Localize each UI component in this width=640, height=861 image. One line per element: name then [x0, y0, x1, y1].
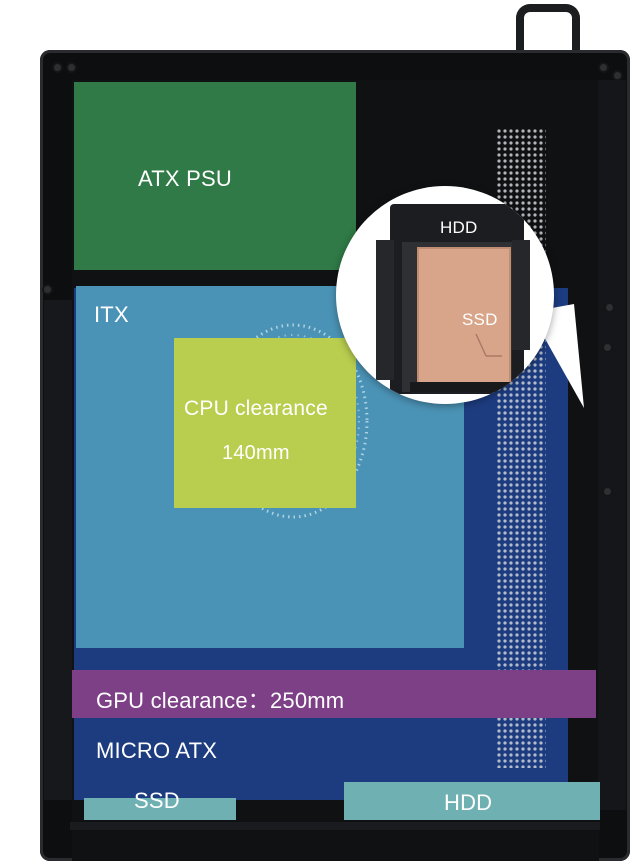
gpu-clearance-band: [72, 670, 596, 718]
inset-ssd-label: SSD: [462, 310, 498, 329]
ssd-bay: [84, 798, 236, 820]
micro-atx-label: MICRO ATX: [96, 738, 218, 763]
right-rail: [598, 80, 626, 810]
ssd-bottom-label: SSD: [134, 788, 180, 813]
drive-bracket-callout: HDD SSD: [336, 186, 554, 404]
screw-icon: [600, 64, 607, 71]
cpu-clearance-label: CPU clearance: [184, 397, 328, 420]
screw-icon: [604, 488, 611, 495]
hdd-bay: [344, 782, 600, 820]
screw-icon: [54, 64, 61, 71]
carry-handle: [516, 4, 580, 64]
atx-psu-zone: [74, 82, 356, 270]
cpu-clearance-value: 140mm: [222, 442, 290, 464]
cpu-cooler-ring: [217, 323, 369, 519]
atx-psu-label: ATX PSU: [138, 166, 232, 191]
itx-label: ITX: [94, 302, 129, 327]
screw-icon: [68, 64, 75, 71]
drive-bracket-image: [376, 204, 530, 394]
left-rail: [44, 300, 72, 800]
screw-icon: [606, 304, 613, 311]
screw-icon: [604, 344, 611, 351]
screw-icon: [44, 286, 51, 293]
cpu-clearance-zone: [174, 338, 356, 508]
gpu-clearance-label: GPU clearance：250mm: [96, 688, 345, 713]
screw-icon: [614, 72, 621, 79]
hdd-bottom-label: HDD: [444, 790, 493, 815]
inset-hdd-label: HDD: [440, 218, 478, 237]
bottom-rail: [70, 822, 600, 830]
